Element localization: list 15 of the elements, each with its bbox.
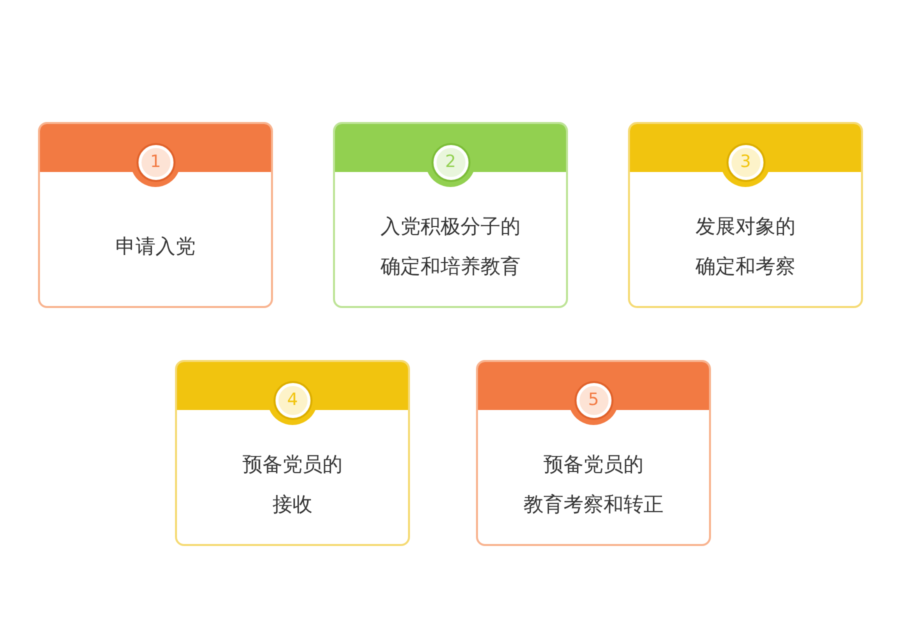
step-card xyxy=(476,360,711,546)
step-number: 3 xyxy=(728,145,763,180)
step-card xyxy=(38,122,273,308)
step-title: 预备党员的教育考察和转正 xyxy=(524,451,664,518)
step-title: 申请入党 xyxy=(116,233,196,260)
step-card xyxy=(333,122,568,308)
step-number: 1 xyxy=(138,145,173,180)
step-card xyxy=(628,122,863,308)
step-number: 5 xyxy=(576,383,611,418)
step-number: 4 xyxy=(275,383,310,418)
step-title: 发展对象的确定和考察 xyxy=(696,213,796,280)
step-number: 2 xyxy=(433,145,468,180)
step-title: 预备党员的接收 xyxy=(242,451,342,518)
step-title: 入党积极分子的确定和培养教育 xyxy=(380,213,520,280)
step-card xyxy=(175,360,410,546)
